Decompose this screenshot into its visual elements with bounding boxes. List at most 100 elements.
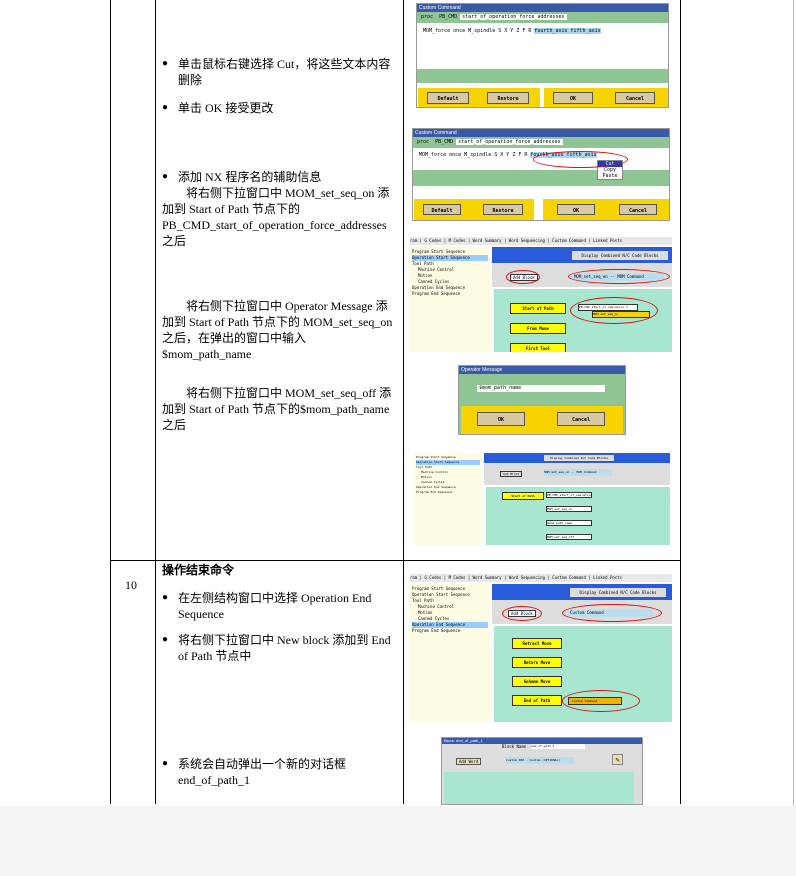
sequence-tree: Program Start Sequence Operation Start S… [414,453,482,545]
tab-word-summary[interactable]: Word Summary [472,575,502,580]
tree-item[interactable]: Tool Path [412,598,434,603]
tree-item[interactable]: Operation Start Sequence [412,255,488,261]
tree-item[interactable]: Motion [421,475,432,479]
tree-item[interactable]: Operation End Sequence [416,485,456,489]
tree-item[interactable]: Motion [418,610,433,615]
tree-item[interactable]: Canned Cycles [421,480,445,484]
tree-item[interactable]: Machine Control [418,267,455,272]
tree-item[interactable]: Program End Sequence [412,628,461,633]
cancel-button[interactable]: Cancel [557,412,605,426]
sub-block[interactable]: PB_CMD_start_of_operation [546,492,593,498]
para-set-seq-off: 将右侧下拉窗口中 MOM_set_seq_off 添加到 Start of Pa… [162,386,392,432]
row-divider [110,560,681,561]
tree-item[interactable]: Operation Start Sequence [416,460,480,465]
tree-item[interactable]: Tool Path [416,465,433,469]
tab-custom-command[interactable]: Custom Command [552,238,586,243]
tree-item[interactable]: Machine Control [418,604,455,609]
proc-label: proc [421,14,434,20]
restore-button[interactable]: Restore [487,92,529,104]
document-page: 单击鼠标右键选择 Cut，将这些文本内容删除 单击 OK 接受更改 添加 NX … [0,0,794,806]
block-dialog: Block: end_of_path_1 Block Name end_of_p… [441,737,643,805]
trash-icon[interactable]: ✎ [612,754,623,765]
node-first-tool[interactable]: First Tool [510,343,566,352]
tab-word-sequencing[interactable]: Word Sequencing [508,238,545,243]
tree-item[interactable]: Operation End Sequence [412,285,465,290]
dialog-title: Custom Command [413,129,669,137]
tree-item[interactable]: Program Start Sequence [412,586,465,591]
display-combined-checkbox[interactable]: Display Combined N/C Code Blocks [544,455,614,461]
tree-item[interactable]: Program Start Sequence [412,249,465,254]
node-return-move[interactable]: Return Move [512,657,562,668]
restore-button[interactable]: Restore [483,204,523,215]
block-name-label: Block Name [502,744,527,749]
row-number: 10 [125,578,137,592]
display-combined-checkbox[interactable]: Display Combined N/C Code Blocks [572,251,668,260]
add-block-button[interactable]: Add Block [500,471,523,477]
cmd-text[interactable]: MOM_force once M_spindle S X Y Z F R [423,28,532,34]
tree-item[interactable]: Canned Cycles [418,616,450,621]
sub-block[interactable]: $mom_path_name [546,520,592,526]
tree-item[interactable]: Program End Sequence [412,291,461,296]
display-combined-checkbox[interactable]: Display Combined N/C Code Blocks [570,588,666,597]
cmd-name-field[interactable]: start_of_operation_force_addresses [456,139,563,145]
sub-block[interactable]: MOM_set_seq_off [546,534,592,540]
tab-g-codes[interactable]: G Codes [424,575,442,580]
pb-cmd-label: PB_CMD [435,139,454,145]
node-start-of-path[interactable]: Start of Path [510,303,566,314]
highlight-oval [533,151,628,168]
operator-message-input[interactable]: $mom_path_name [477,385,605,392]
tab-word-summary[interactable]: Word Summary [472,238,502,243]
tree-item[interactable]: Operation Start Sequence [412,592,470,597]
cancel-button[interactable]: Cancel [619,204,657,215]
block-dropdown[interactable]: MOM_set_seq_on -- MOM Command [544,469,612,476]
tab-m-codes[interactable]: M Codes [448,575,466,580]
page-gap [0,806,796,876]
node-from-move[interactable]: From Move [510,323,566,334]
dialog-title: Operator Message [459,366,625,374]
tab-word-sequencing[interactable]: Word Sequencing [508,575,545,580]
pb-cmd-label: PB_CMD [439,14,458,20]
tree-item[interactable]: Canned Cycles [418,279,450,284]
menu-copy[interactable]: Copy [603,167,617,173]
node-retract-move[interactable]: Retract Move [512,638,562,649]
bullet-ok: 单击 OK 接受更改 [162,100,400,116]
bullet-select-end-seq: 在左侧结构窗口中选择 Operation End Sequence [162,590,400,622]
highlight-oval [562,690,640,712]
tab-program[interactable]: ram [410,238,418,243]
tab-custom-command[interactable]: Custom Command [552,575,586,580]
cmd-name-field[interactable]: start_of_operation_force_addresses [460,14,567,20]
tree-item[interactable]: Program Start Sequence [416,455,456,459]
default-button[interactable]: Default [423,204,461,215]
tree-item[interactable]: Motion [418,273,433,278]
tab-linked-posts[interactable]: Linked Posts [593,238,623,243]
ok-button[interactable]: OK [477,412,525,426]
tree-item[interactable]: Tool Path [412,261,434,266]
tab-g-codes[interactable]: G Codes [424,238,442,243]
block-name-input[interactable]: end_of_path_1 [531,744,585,749]
ok-button[interactable]: OK [557,204,595,215]
cancel-button[interactable]: Cancel [615,92,655,104]
tree-item[interactable]: Operation End Sequence [412,622,488,628]
node-start-of-path[interactable]: Start of Path [502,492,544,500]
ok-button[interactable]: OK [553,92,593,104]
node-end-of-path[interactable]: End of Path [512,695,562,706]
tree-item[interactable]: Machine Control [421,470,449,474]
sub-block[interactable]: MOM_set_seq_on [546,506,592,512]
tab-m-codes[interactable]: M Codes [448,238,466,243]
tab-program[interactable]: ram [410,575,418,580]
node-gohome-move[interactable]: Gohome Move [512,676,562,687]
sequence-tree: Program Start Sequence Operation Start S… [410,247,490,352]
operator-message-dialog: Operator Message $mom_path_name OK Cance… [458,365,626,435]
menu-paste[interactable]: Paste [602,173,618,179]
tab-linked-posts[interactable]: Linked Posts [593,575,623,580]
add-word-button[interactable]: Add Word [456,758,482,765]
sequence-editor-end: ram | G Codes | M Codes | Word Summary |… [410,574,672,722]
table-border [403,0,404,804]
highlight-oval [502,606,542,621]
bullet-add-nx: 添加 NX 程序名的辅助信息 [162,169,400,185]
custom-command-dialog-2: Custom Command proc PB_CMD start_of_oper… [412,128,670,221]
tree-item[interactable]: Program End Sequence [416,490,453,494]
dialog-title: Block: end_of_path_1 [442,738,642,744]
default-button[interactable]: Default [427,92,469,104]
word-dropdown[interactable]: Custom 000 - Custom (OPTIONAL) [506,757,574,764]
